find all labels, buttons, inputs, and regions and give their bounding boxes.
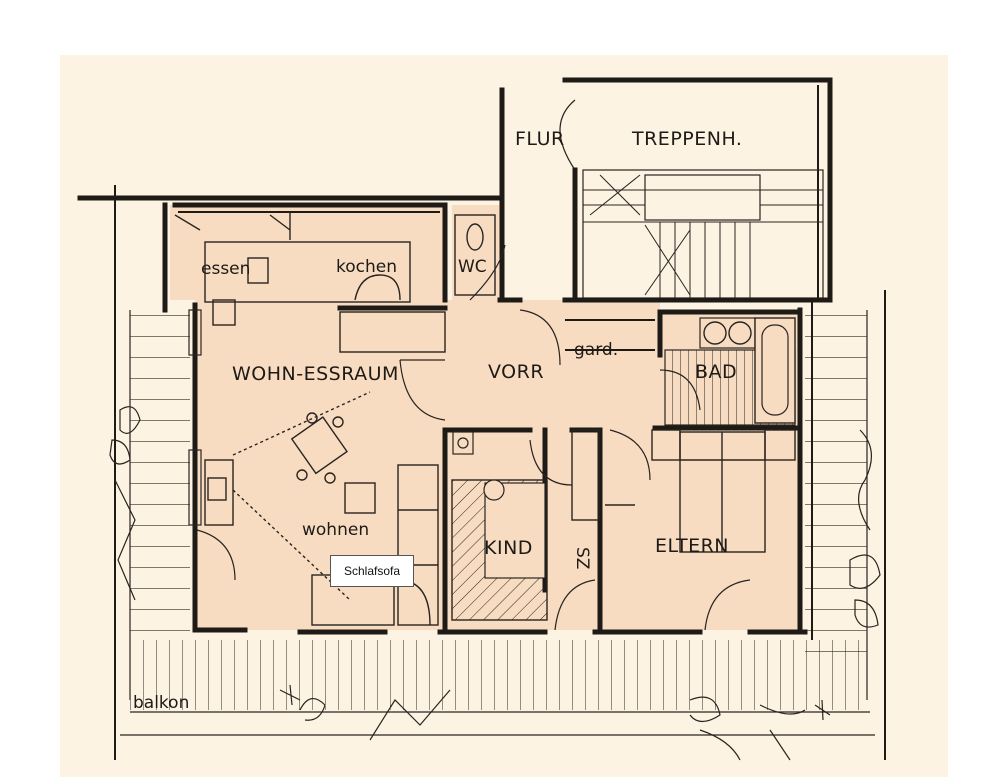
- balcony-right: [805, 310, 868, 700]
- label-wohn-essraum: WOHN-ESSRAUM: [232, 363, 399, 385]
- label-essen: essen: [201, 259, 250, 279]
- label-treppenhaus: TREPPENH.: [631, 128, 742, 150]
- label-wc: WC: [458, 257, 487, 277]
- label-flur: FLUR: [515, 128, 565, 150]
- schlafsofa-annotation: Schlafsofa: [330, 555, 414, 587]
- label-balkon: balkon: [133, 693, 189, 713]
- eltern-furniture: [605, 429, 796, 553]
- label-sz: SZ: [572, 547, 592, 569]
- label-kochen: kochen: [336, 257, 397, 277]
- stairwell: [499, 77, 833, 303]
- wc-fixtures: [454, 214, 496, 296]
- label-wohnen: wohnen: [302, 520, 369, 540]
- schlafsofa-label: Schlafsofa: [343, 564, 401, 578]
- label-vorr: VORR: [488, 361, 544, 383]
- label-gard: gard.: [574, 340, 618, 360]
- label-eltern: ELTERN: [655, 535, 729, 557]
- room-labels: FLUR TREPPENH. essen kochen WC WOHN-ESSR…: [133, 128, 742, 713]
- kind-furniture: [451, 431, 548, 621]
- left-windows: [188, 309, 202, 526]
- wardrobe: [571, 429, 600, 521]
- label-kind: KIND: [484, 537, 533, 559]
- balcony-bottom: [120, 640, 875, 736]
- balcony-left: [129, 310, 190, 700]
- label-bad: BAD: [695, 361, 737, 383]
- bath-fixtures: [664, 317, 796, 426]
- plant-sketches: [109, 406, 881, 761]
- kitchen-furniture: [174, 212, 446, 353]
- walls: [77, 185, 886, 760]
